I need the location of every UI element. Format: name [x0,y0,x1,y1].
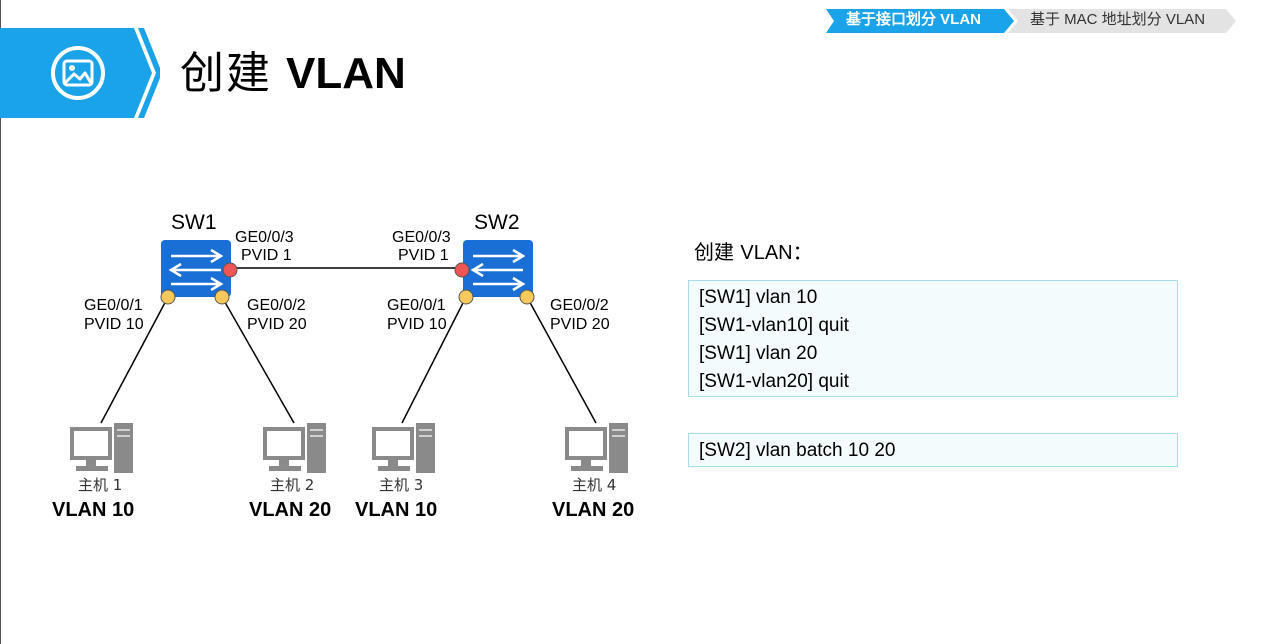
port-sw2-ge3 [454,262,470,278]
code-line: [SW1-vlan20] quit [699,371,849,392]
code-line: [SW1-vlan10] quit [699,315,849,336]
page-title-cn: 创建 [180,48,272,99]
port-sw1-ge1 [160,289,176,305]
breadcrumb-active-shape [826,9,1014,33]
host-vlan-label-3: VLAN 10 [355,499,438,521]
page-title: 创建 VLAN [180,46,406,102]
host-label-2: 主机 2 [270,476,315,494]
computer-icon-host4 [565,423,628,473]
pvid-label-sw1-ge3: PVID 1 [241,247,292,264]
host-label-1: 主机 1 [78,476,123,494]
port-label-sw1-ge2: GE0/0/2 [247,297,306,314]
link-sw2-host3 [401,296,467,424]
config-title-en: VLAN [740,242,793,264]
code-line: [SW1] vlan 20 [699,343,818,364]
config-title-colon: ： [792,240,813,264]
config-title-cn: 创建 [694,240,734,264]
computer-icon-host2 [263,423,326,473]
computer-icon-host1 [70,423,133,473]
host-label-3: 主机 3 [379,476,424,494]
pvid-label-sw1-ge2: PVID 20 [247,316,307,333]
pvid-label-sw1-ge1: PVID 10 [84,316,144,333]
port-label-sw2-ge2: GE0/0/2 [550,297,609,314]
breadcrumb [826,9,1236,33]
port-sw1-ge3 [222,262,238,278]
host-label-4: 主机 4 [572,476,617,494]
pvid-label-sw2-ge1: PVID 10 [387,316,447,333]
port-label-sw1-ge1: GE0/0/1 [84,297,143,314]
code-line: [SW2] vlan batch 10 20 [699,440,896,461]
breadcrumb-item-mac-vlan[interactable]: 基于 MAC 地址划分 VLAN [1030,11,1206,28]
host-vlan-label-4: VLAN 20 [552,499,635,521]
link-sw2-host4 [526,296,597,424]
pvid-label-sw2-ge3: PVID 1 [398,247,449,264]
link-sw1-host1 [100,296,169,424]
config-title: 创建 VLAN： [694,238,813,267]
switch-icon-sw1 [161,240,231,297]
header-banner [0,28,160,118]
pvid-label-sw2-ge2: PVID 20 [550,316,610,333]
switch-label-sw1: SW1 [171,211,217,234]
computer-icon-host3 [372,423,435,473]
switch-icon-sw2 [463,240,533,297]
code-line: [SW1] vlan 10 [699,287,818,308]
host-vlan-label-2: VLAN 20 [249,499,332,521]
breadcrumb-item-interface-vlan[interactable]: 基于接口划分 VLAN [846,11,982,28]
breadcrumb-inactive-shape [1008,9,1236,33]
link-sw1-host2 [221,296,295,424]
code-block-sw1: [SW1] vlan 10 [SW1-vlan10] quit [SW1] vl… [688,280,1178,397]
switch-label-sw2: SW2 [474,211,520,234]
image-icon [51,46,105,100]
port-label-sw1-ge3: GE0/0/3 [235,229,294,246]
slide-left-border [0,0,1,644]
page-title-en: VLAN [286,49,406,98]
code-block-sw2: [SW2] vlan batch 10 20 [688,433,1178,467]
port-label-sw2-ge3: GE0/0/3 [392,229,451,246]
port-sw1-ge2 [214,289,230,305]
port-sw2-ge1 [458,289,474,305]
port-label-sw2-ge1: GE0/0/1 [387,297,446,314]
host-vlan-label-1: VLAN 10 [52,499,135,521]
port-sw2-ge2 [519,289,535,305]
